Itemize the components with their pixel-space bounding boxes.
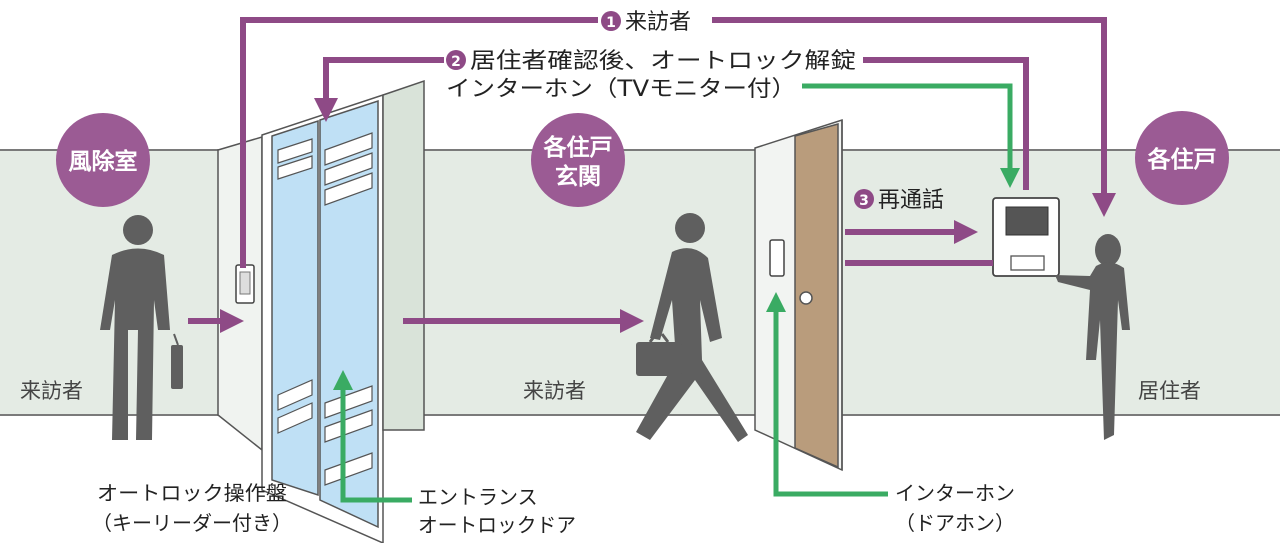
door-label-line2: オートロックドア — [418, 513, 576, 537]
entrance-label-line2: 玄関 — [555, 163, 601, 190]
unit-circle — [1135, 111, 1229, 205]
visitor-left-label: 来訪者 — [20, 379, 83, 403]
vestibule-label: 風除室 — [69, 148, 138, 175]
autolock-door-pointer — [333, 370, 412, 503]
tv-monitor-screen — [1005, 206, 1049, 236]
doorphone-label-line2: （ドアホン） — [895, 511, 1015, 535]
resident-person — [1055, 234, 1130, 440]
step1-line-right — [712, 17, 1116, 217]
vestibule-circle — [56, 113, 150, 207]
resident-label: 居住者 — [1138, 379, 1201, 403]
doorphone-pointer — [766, 292, 888, 497]
entrance-label-line1: 各住戸 — [543, 134, 613, 161]
doorphone-device — [769, 239, 785, 277]
intercom-tv-pointer — [802, 83, 1020, 188]
doorphone-label-line1: インターホン — [895, 481, 1015, 505]
panel-label-line2: （キーリーダー付き） — [92, 511, 292, 535]
autolock-panel-screen — [239, 271, 251, 295]
panel-label-line1: オートロック操作盤 — [97, 481, 287, 505]
visitor-center-person — [636, 213, 748, 442]
unit-door-leaf — [794, 123, 839, 469]
step2-line-left — [314, 57, 444, 122]
visitor-left-person — [100, 215, 183, 440]
intercom-tv-label: インターホン（TVモニター付） — [446, 77, 796, 102]
glass-reflections — [277, 132, 373, 486]
step3-badge — [854, 189, 874, 209]
entrance-wall-return — [382, 79, 425, 431]
door-knob — [799, 291, 813, 305]
step2-line-right — [863, 57, 1029, 190]
step1-line-left — [240, 17, 598, 268]
step1-label: 来訪者 — [625, 10, 691, 35]
tv-monitor-button — [1010, 255, 1045, 271]
step1-badge-number: 1 — [606, 15, 616, 31]
step2-label: 居住者確認後、オートロック解錠 — [470, 49, 856, 74]
visitor-center-label: 来訪者 — [523, 379, 586, 403]
step2-badge — [446, 50, 466, 70]
entrance-circle — [531, 113, 625, 207]
door-label-line1: エントランス — [418, 485, 538, 509]
step3-badge-number: 3 — [859, 193, 869, 209]
step1-badge — [601, 11, 621, 31]
step3-label: 再通話 — [878, 188, 944, 213]
unit-label: 各住戸 — [1147, 146, 1217, 173]
step2-badge-number: 2 — [451, 54, 461, 70]
